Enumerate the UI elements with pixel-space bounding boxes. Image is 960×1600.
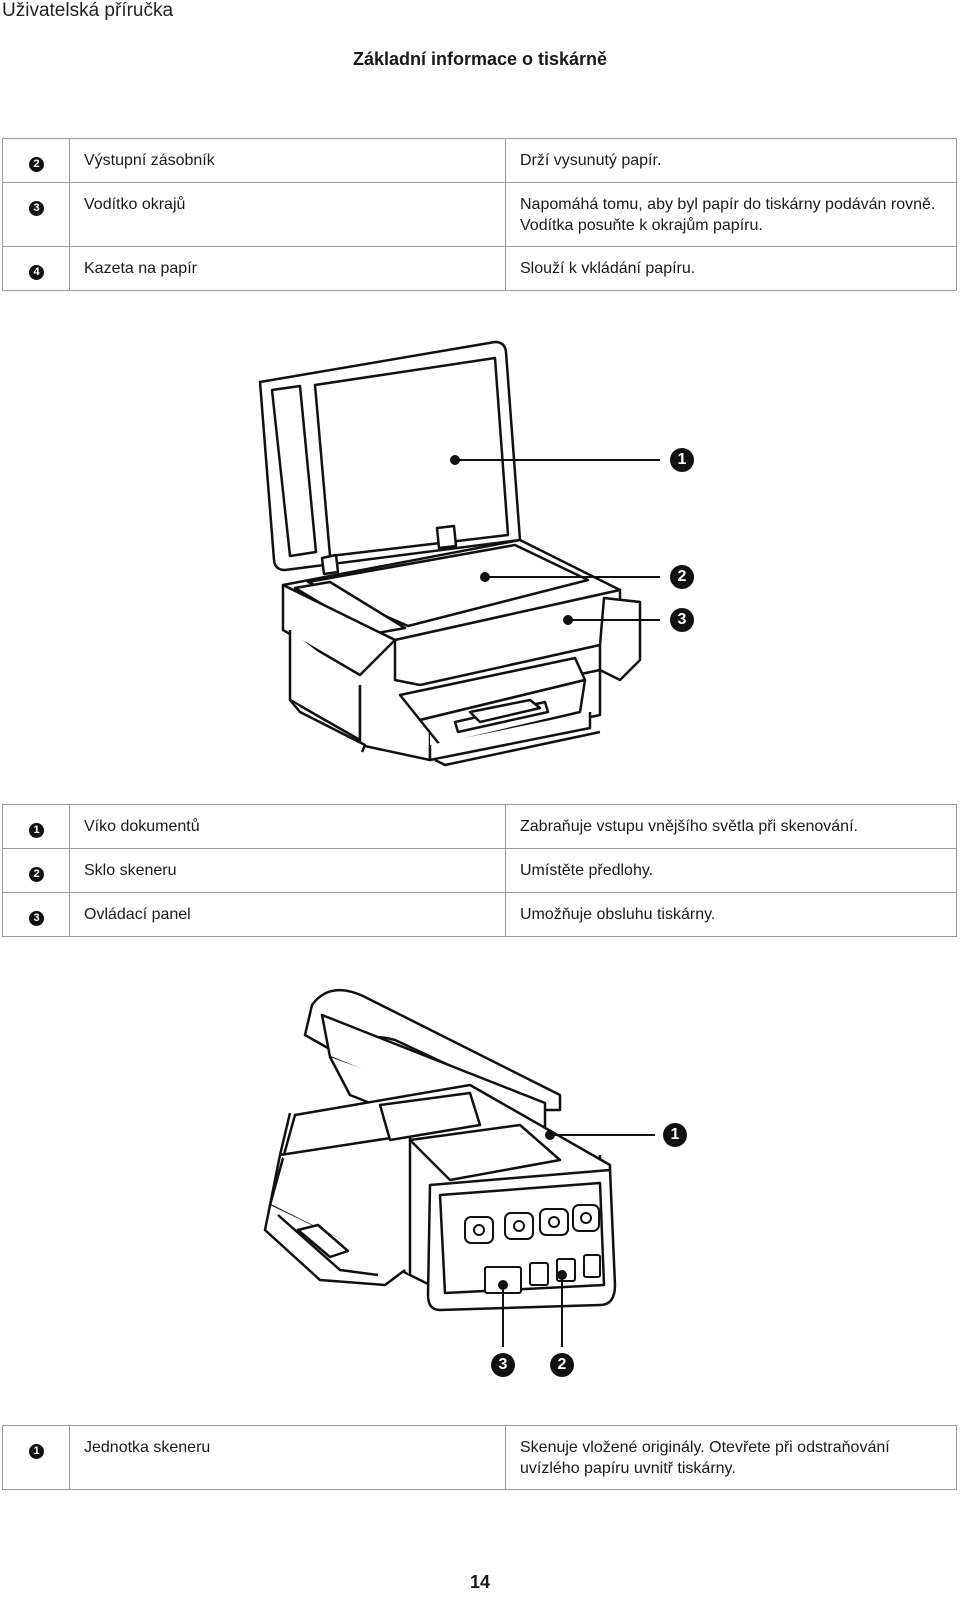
callout-badge: 4 — [29, 265, 44, 280]
part-description: Zabraňuje vstupu vnějšího světla při ske… — [505, 804, 957, 849]
table-row: 1 Víko dokumentů Zabraňuje vstupu vnější… — [2, 804, 957, 849]
callout-badge: 3 — [670, 608, 694, 632]
callout-badge: 2 — [29, 867, 44, 882]
part-name: Kazeta na papír — [69, 246, 506, 291]
table-row: 3 Ovládací panel Umožňuje obsluhu tiskár… — [2, 892, 957, 937]
table-row: 2 Výstupní zásobník Drží vysunutý papír. — [2, 138, 957, 183]
part-name: Ovládací panel — [69, 892, 506, 937]
parts-table-1: 2 Výstupní zásobník Drží vysunutý papír.… — [2, 138, 957, 291]
part-description: Drží vysunutý papír. — [505, 138, 957, 183]
part-name: Výstupní zásobník — [69, 138, 506, 183]
callout-badge: 1 — [670, 448, 694, 472]
table-row: 4 Kazeta na papír Slouží k vkládání papí… — [2, 246, 957, 291]
callout-badge: 1 — [29, 1444, 44, 1459]
page-number: 14 — [469, 1572, 491, 1592]
callout-badge: 1 — [663, 1123, 687, 1147]
callout-badge: 1 — [29, 823, 44, 838]
header-title: Uživatelská příručka — [2, 0, 174, 21]
part-description: Napomáhá tomu, aby byl papír do tiskárny… — [505, 182, 957, 247]
callout-badge: 3 — [29, 201, 44, 216]
parts-table-2: 1 Víko dokumentů Zabraňuje vstupu vnější… — [2, 804, 957, 937]
part-name: Víko dokumentů — [69, 804, 506, 849]
parts-table-3: 1 Jednotka skeneru Skenuje vložené origi… — [2, 1425, 957, 1490]
callout-badge: 3 — [29, 911, 44, 926]
callout-badge: 2 — [29, 157, 44, 172]
callout-badge: 3 — [491, 1353, 515, 1377]
part-description: Umožňuje obsluhu tiskárny. — [505, 892, 957, 937]
part-name: Vodítko okrajů — [69, 182, 506, 247]
callout-badge: 2 — [550, 1353, 574, 1377]
printer-illustration — [263, 988, 655, 1347]
table-row: 1 Jednotka skeneru Skenuje vložené origi… — [2, 1425, 957, 1490]
printer-illustration — [258, 340, 660, 767]
printer-figure-cover-open: 1 2 3 — [0, 340, 960, 780]
callout-badge: 2 — [670, 565, 694, 589]
printer-figure-scanner-open: 1 3 2 — [0, 985, 960, 1405]
section-title: Základní informace o tiskárně — [352, 49, 608, 69]
table-row: 2 Sklo skeneru Umístěte předlohy. — [2, 848, 957, 893]
part-name: Sklo skeneru — [69, 848, 506, 893]
part-name: Jednotka skeneru — [69, 1425, 506, 1490]
part-description: Skenuje vložené originály. Otevřete při … — [505, 1425, 957, 1490]
part-description: Slouží k vkládání papíru. — [505, 246, 957, 291]
part-description: Umístěte předlohy. — [505, 848, 957, 893]
table-row: 3 Vodítko okrajů Napomáhá tomu, aby byl … — [2, 182, 957, 247]
